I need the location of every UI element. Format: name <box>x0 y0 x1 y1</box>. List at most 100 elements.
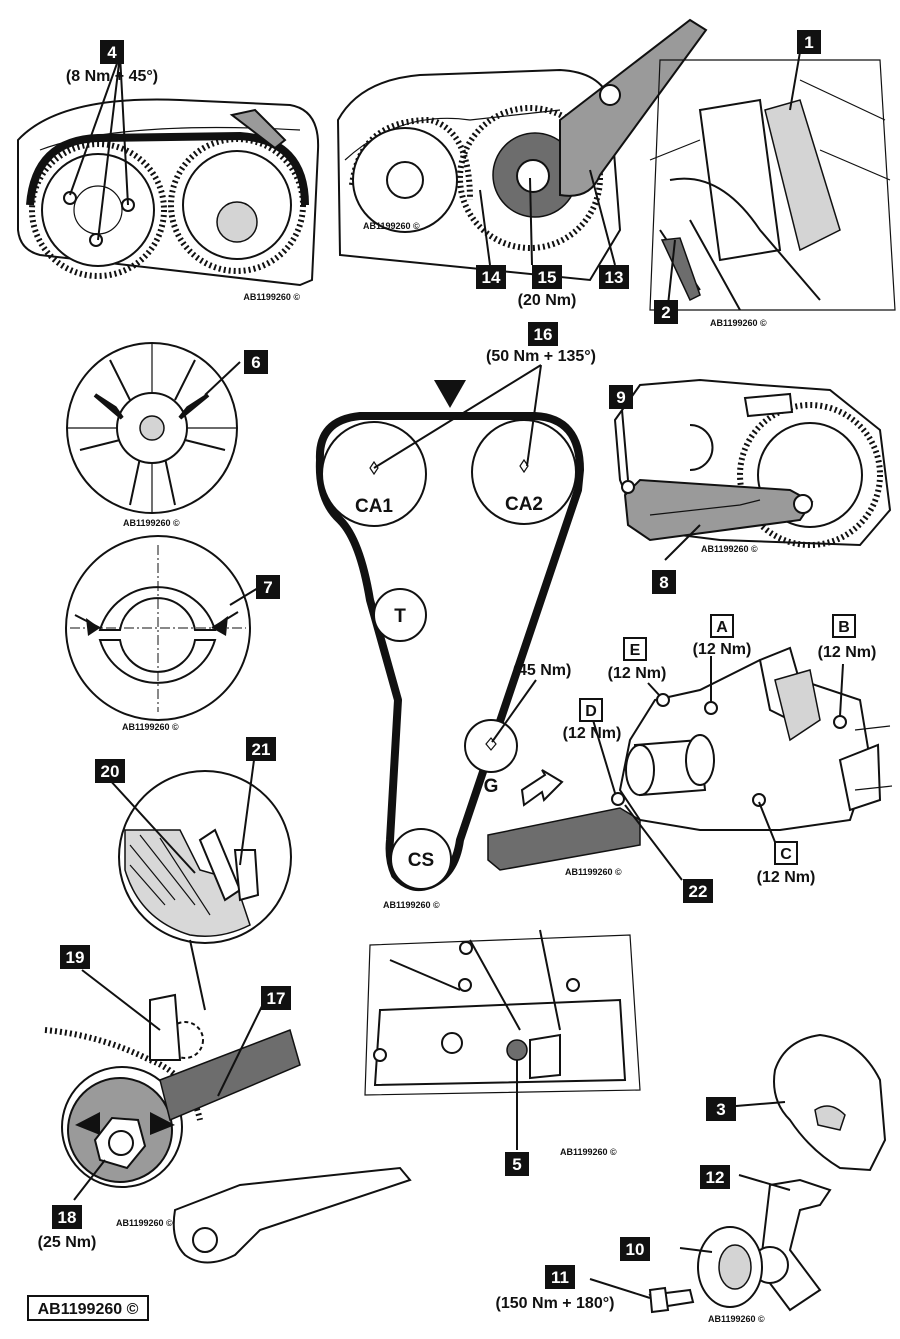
callout-19: 19 <box>60 945 90 969</box>
credit-panel-belt: AB1199260 © <box>383 900 440 910</box>
svg-text:16: 16 <box>534 325 553 344</box>
callout-1: 1 <box>797 30 821 54</box>
svg-text:18: 18 <box>58 1208 77 1227</box>
callout-16: 16 <box>528 322 558 346</box>
svg-text:D: D <box>585 703 597 720</box>
callout-17: 17 <box>261 986 291 1010</box>
svg-text:E: E <box>630 642 641 659</box>
callout-20: 20 <box>95 759 125 783</box>
svg-text:3: 3 <box>716 1100 725 1119</box>
svg-text:15: 15 <box>538 268 557 287</box>
panel-pulley-markings <box>66 342 241 514</box>
callout-9: 9 <box>609 385 633 409</box>
svg-text:5: 5 <box>512 1155 521 1174</box>
letter-d-box: D <box>579 698 603 722</box>
credit-panel2: AB1199260 © <box>363 221 420 231</box>
callout-12: 12 <box>700 1165 730 1189</box>
svg-text:C: C <box>780 846 792 863</box>
panel-belt-routing <box>315 364 584 891</box>
callout-7: 7 <box>256 575 280 599</box>
svg-text:AB1199260 ©: AB1199260 © <box>38 1301 139 1318</box>
svg-text:19: 19 <box>66 948 85 967</box>
svg-text:22: 22 <box>689 882 708 901</box>
panel-tensioner <box>44 969 412 1264</box>
svg-text:10: 10 <box>626 1240 645 1259</box>
svg-text:7: 7 <box>263 578 272 597</box>
callout-10: 10 <box>620 1237 650 1261</box>
svg-text:B: B <box>838 619 850 636</box>
svg-text:21: 21 <box>252 740 271 759</box>
torque-16: (50 Nm + 135°) <box>486 348 596 365</box>
letter-a-box: A <box>710 614 734 638</box>
torque-15: (20 Nm) <box>518 292 577 309</box>
callout-11: 11 <box>545 1265 575 1289</box>
pulley-cs <box>390 828 452 890</box>
label-cs: CS <box>408 850 434 871</box>
credit-panel-tensioner: AB1199260 © <box>116 1218 173 1228</box>
credit-panel-camhousing: AB1199260 © <box>701 544 758 554</box>
svg-text:14: 14 <box>482 268 501 287</box>
svg-text:20: 20 <box>101 762 120 781</box>
torque-a: (12 Nm) <box>693 641 752 658</box>
svg-text:6: 6 <box>251 353 260 372</box>
label-t: T <box>394 606 406 627</box>
label-ca1: CA1 <box>355 496 393 517</box>
svg-text:11: 11 <box>551 1268 569 1287</box>
credit-panel1: AB1199260 © <box>710 318 767 328</box>
document-credit-box: AB1199260 © <box>27 1295 149 1321</box>
credit-panel-wheel: AB1199260 © <box>123 518 180 528</box>
torque-b: (12 Nm) <box>818 644 877 661</box>
panel-hub-alignment <box>65 535 259 721</box>
svg-text:12: 12 <box>706 1168 725 1187</box>
pulley-g <box>464 719 518 773</box>
callout-5: 5 <box>505 1152 529 1176</box>
svg-text:8: 8 <box>659 573 668 592</box>
panel-tensioner-detail <box>107 759 292 1011</box>
torque-4: (8 Nm + 45°) <box>66 68 158 85</box>
panel-camshaft-housing <box>613 378 892 561</box>
panel-camshaft-holding <box>336 18 708 282</box>
letter-e-box: E <box>623 637 647 661</box>
torque-d: (12 Nm) <box>563 725 622 742</box>
callout-22: 22 <box>683 879 713 903</box>
panel-engine-bottom <box>364 929 641 1150</box>
callout-14: 14 <box>476 265 506 289</box>
timing-mark-triangle <box>434 380 466 408</box>
callout-4: 4 <box>100 40 124 64</box>
letter-c-box: C <box>774 841 798 865</box>
torque-g: (45 Nm) <box>513 662 572 679</box>
label-g: G <box>484 776 499 797</box>
svg-text:17: 17 <box>267 989 286 1008</box>
callout-13: 13 <box>599 265 629 289</box>
credit-panel-waterpump: AB1199260 © <box>565 867 622 877</box>
callout-6: 6 <box>244 350 268 374</box>
svg-text:A: A <box>716 619 728 636</box>
callout-18: 18 <box>52 1205 82 1229</box>
torque-c: (12 Nm) <box>757 869 816 886</box>
svg-text:2: 2 <box>661 303 670 322</box>
svg-text:4: 4 <box>107 43 117 62</box>
panel-crankshaft-parts <box>589 1033 887 1314</box>
torque-11: (150 Nm + 180°) <box>496 1295 615 1312</box>
credit-panel-engine-bottom: AB1199260 © <box>560 1147 617 1157</box>
pulley-t <box>373 588 427 642</box>
svg-text:9: 9 <box>616 388 625 407</box>
panel-engine-bay <box>649 51 896 311</box>
callout-3: 3 <box>706 1097 736 1121</box>
svg-text:13: 13 <box>605 268 624 287</box>
callout-15: 15 <box>532 265 562 289</box>
letter-b-box: B <box>832 614 856 638</box>
panel-water-pump <box>487 646 893 881</box>
torque-e: (12 Nm) <box>608 665 667 682</box>
svg-text:1: 1 <box>804 33 813 52</box>
callout-2: 2 <box>654 300 678 324</box>
callout-21: 21 <box>246 737 276 761</box>
credit-panel-crank-parts: AB1199260 © <box>708 1314 765 1324</box>
panel-camshaft-pulleys <box>17 54 320 287</box>
credit-panel-hub: AB1199260 © <box>122 722 179 732</box>
credit-panel3: AB1199260 © <box>243 292 300 302</box>
torque-18: (25 Nm) <box>38 1234 97 1251</box>
label-ca2: CA2 <box>505 494 543 515</box>
callout-8: 8 <box>652 570 676 594</box>
